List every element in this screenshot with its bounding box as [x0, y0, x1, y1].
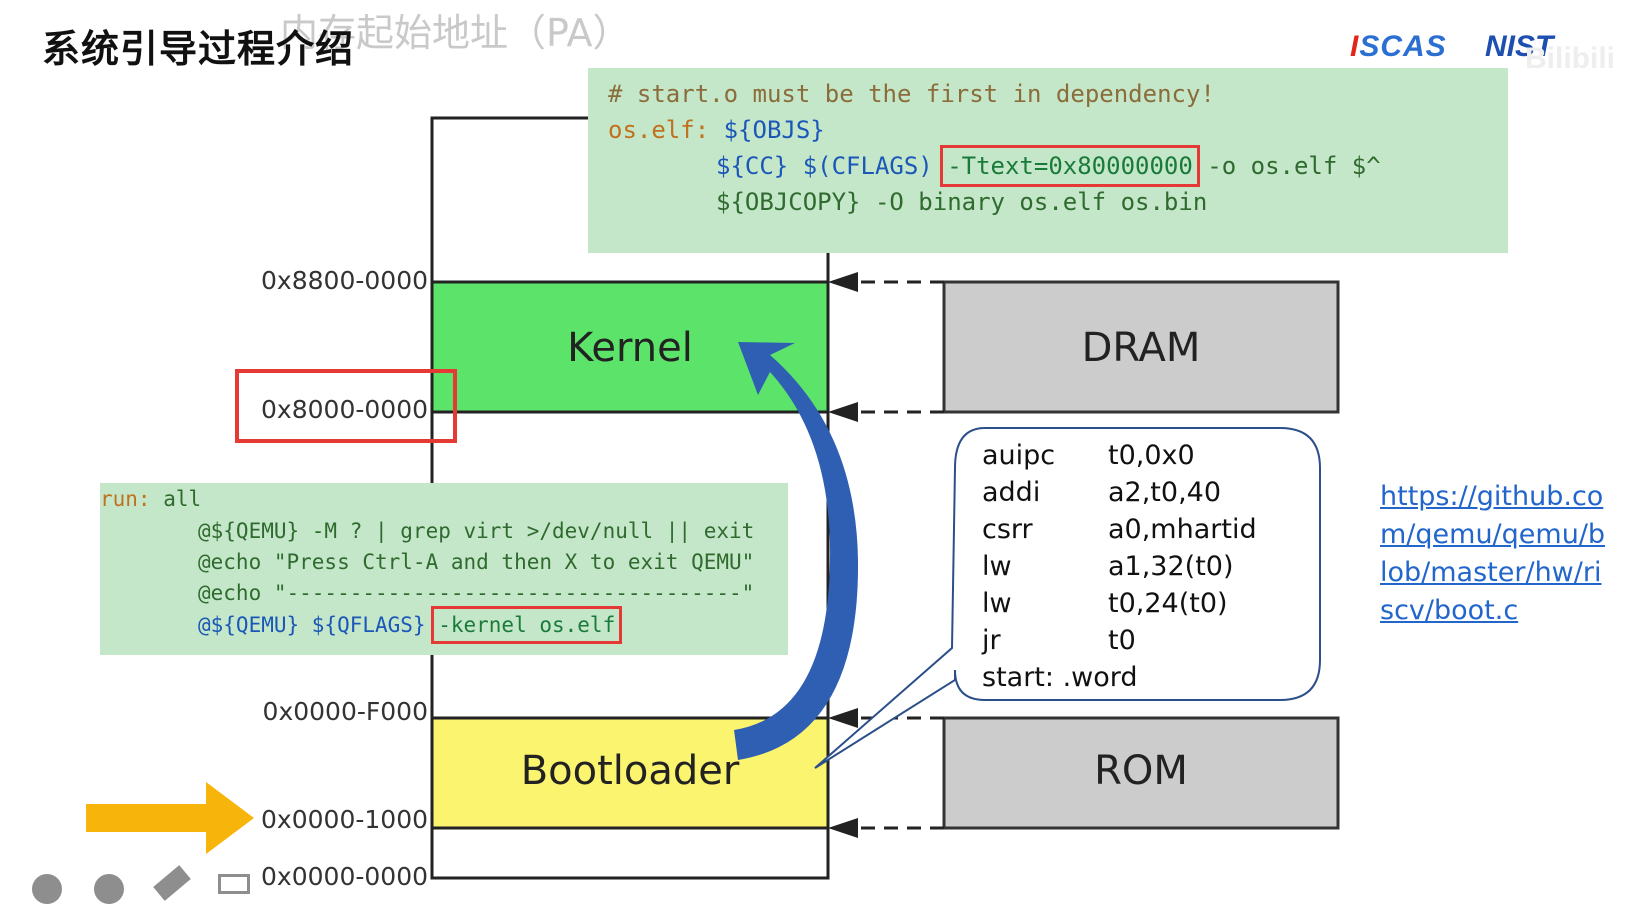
slide-title: 系统引导过程介绍 [42, 27, 355, 71]
bilibili-watermark: Bilibili [1525, 42, 1615, 75]
ttext-flag-highlight: -Ttext=0x80000000 [940, 145, 1200, 187]
screenshot-icon[interactable] [218, 874, 250, 894]
code-echo-press: @echo "Press Ctrl-A and then X to exit Q… [198, 550, 755, 574]
code-qemu-run: @${QEMU} ${QFLAGS} -kernel os.elf [198, 606, 623, 644]
code-target-line: os.elf: ${OBJS} [608, 116, 825, 144]
makefile-build-snippet: # start.o must be the first in dependenc… [588, 68, 1508, 253]
kernel-flag-highlight: -kernel os.elf [431, 606, 623, 644]
address-0x00001000: 0x0000-1000 [261, 805, 428, 834]
asm-callout-bubble [814, 427, 1321, 769]
code-qemu-check: @${QEMU} -M ? | grep virt >/dev/null || … [198, 519, 755, 543]
iscas-logo: ISCAS [1350, 30, 1447, 63]
code-cc-line: ${CC} $(CFLAGS) -Ttext=0x80000000 -o os.… [716, 145, 1381, 187]
code-echo-dash: @echo "---------------------------------… [198, 581, 755, 605]
pc-start-arrow [86, 782, 254, 854]
kernel-address-highlight [235, 369, 457, 443]
dashed-arrow-heads [828, 272, 858, 838]
next-slide-icon[interactable] [94, 874, 124, 904]
makefile-run-snippet: run: all @${QEMU} -M ? | grep virt >/dev… [100, 483, 788, 655]
jump-to-kernel-arrow [734, 342, 859, 760]
code-comment: # start.o must be the first in dependenc… [608, 80, 1215, 108]
dram-block [942, 280, 1340, 414]
code-objcopy-line: ${OBJCOPY} -O binary os.elf os.bin [716, 188, 1208, 216]
ghost-subtitle: 内存起始地址（PA） [280, 11, 631, 55]
nist-logo: NIST [1485, 30, 1554, 63]
rom-block [942, 716, 1340, 830]
code-run-target: run: all [100, 487, 202, 511]
address-0x0000f000: 0x0000-F000 [262, 697, 428, 726]
rom-label: ROM [1094, 748, 1188, 794]
dram-label: DRAM [1081, 325, 1201, 371]
address-0x88000000: 0x8800-0000 [261, 266, 428, 295]
previous-slide-icon[interactable] [32, 874, 62, 904]
asm-row: start: .word [982, 662, 1138, 693]
address-0x80000000: 0x8000-0000 [261, 395, 428, 424]
address-0x00000000: 0x0000-0000 [261, 862, 428, 891]
bootloader-label: Bootloader [520, 748, 740, 794]
qemu-boot-source-link[interactable]: https://github.com/qemu/qemu/blob/master… [1380, 481, 1606, 626]
kernel-label: Kernel [567, 325, 693, 371]
